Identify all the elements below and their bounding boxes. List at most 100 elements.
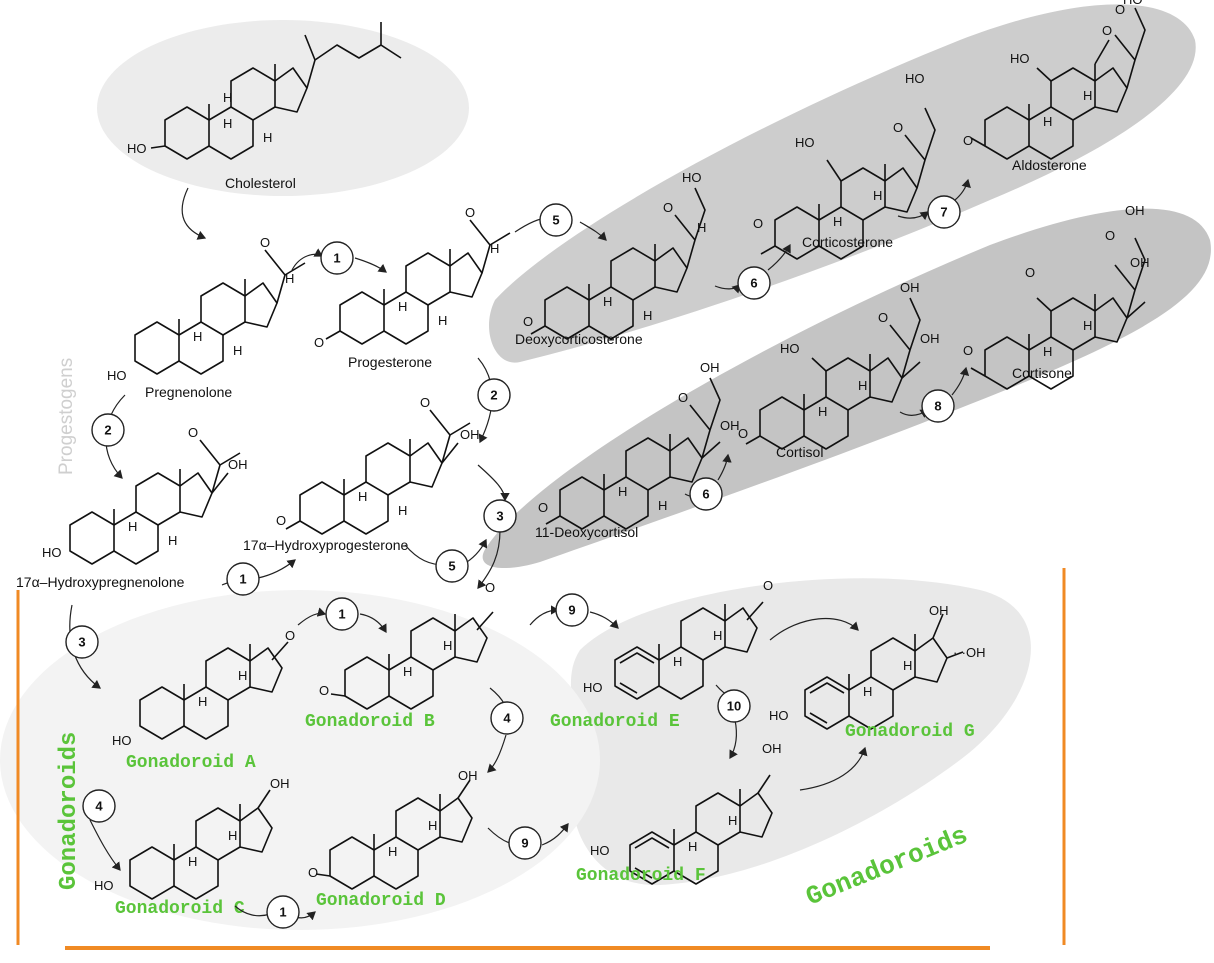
svg-text:O: O: [1025, 265, 1035, 280]
svg-text:2: 2: [490, 388, 497, 403]
svg-text:6: 6: [750, 276, 757, 291]
step-2-b: 2: [477, 378, 511, 412]
svg-text:O: O: [260, 235, 270, 250]
svg-text:H: H: [188, 854, 197, 869]
svg-text:OH: OH: [458, 768, 478, 783]
step-1-a: 1: [320, 241, 354, 275]
step-4-b: 4: [82, 789, 116, 823]
step-6-a: 6: [737, 266, 771, 300]
svg-text:O: O: [420, 395, 430, 410]
svg-text:H: H: [673, 654, 682, 669]
svg-text:···OH: ···OH: [953, 645, 986, 660]
gonadoroid-a-label: Gonadoroid A: [126, 753, 256, 773]
svg-text:H: H: [713, 628, 722, 643]
svg-text:O: O: [188, 425, 198, 440]
gonadoroids-left-region: [0, 590, 600, 930]
svg-text:OH: OH: [228, 457, 248, 472]
svg-text:H: H: [1083, 318, 1092, 333]
glucocorticoids-label: Glucocorticoids: [740, 482, 869, 546]
svg-text:O: O: [276, 513, 286, 528]
svg-text:O: O: [1102, 23, 1112, 38]
svg-text:H: H: [398, 299, 407, 314]
gonadoroid-g-label: Gonadoroid G: [845, 722, 975, 742]
pregnenolone-label: Pregnenolone: [145, 384, 232, 400]
svg-text:OH: OH: [700, 360, 720, 375]
gonadoroid-f-structure: OH HO H H: [590, 741, 782, 885]
svg-text:H: H: [223, 116, 232, 131]
gonadoroid-a-structure: O HO H H: [112, 628, 295, 748]
svg-text:1: 1: [239, 572, 246, 587]
step-5-a: 5: [539, 203, 573, 237]
svg-text:8: 8: [934, 399, 941, 414]
deoxycortisol-structure: O OH OH O H H: [538, 360, 740, 530]
svg-text:H: H: [697, 220, 706, 235]
svg-text:H: H: [688, 839, 697, 854]
svg-text:H: H: [863, 684, 872, 699]
mineralocorticoids-region: [489, 4, 1196, 363]
glucocorticoids-region: [482, 208, 1211, 569]
svg-text:9: 9: [521, 836, 528, 851]
svg-text:O: O: [523, 314, 533, 329]
svg-text:H: H: [490, 241, 499, 256]
step-9-b: 9: [508, 826, 542, 860]
svg-text:HO: HO: [590, 843, 610, 858]
svg-text:OH: OH: [900, 280, 920, 295]
svg-text:H: H: [263, 130, 272, 145]
svg-text:O: O: [738, 426, 748, 441]
svg-text:H: H: [728, 813, 737, 828]
svg-text:O: O: [465, 205, 475, 220]
gonadoroid-b-structure: O O H H: [319, 580, 495, 710]
svg-text:OH: OH: [270, 776, 290, 791]
gonadoroid-d-structure: OH O H H: [308, 768, 478, 890]
step-2-a: 2: [91, 413, 125, 447]
svg-text:H: H: [643, 308, 652, 323]
svg-text:4: 4: [503, 711, 511, 726]
svg-text:H: H: [358, 489, 367, 504]
svg-text:HO: HO: [769, 708, 789, 723]
deoxycortisol-label: 11-Deoxycortisol: [535, 524, 638, 540]
svg-text:H: H: [228, 828, 237, 843]
progesterone-structure: O H O H H: [314, 205, 511, 350]
step-9-a: 9: [555, 593, 589, 627]
step-8: 8: [921, 389, 955, 423]
svg-text:4: 4: [95, 799, 103, 814]
svg-text:H: H: [818, 404, 827, 419]
deoxycorticosterone-structure: O HO H O H H: [523, 170, 706, 340]
svg-text:3: 3: [78, 635, 85, 650]
svg-text:H: H: [285, 271, 294, 286]
svg-text:O: O: [285, 628, 295, 643]
svg-text:H: H: [443, 638, 452, 653]
step-6-b: 6: [689, 477, 723, 511]
svg-text:HO: HO: [795, 135, 815, 150]
svg-text:H: H: [833, 214, 842, 229]
svg-text:O: O: [319, 683, 329, 698]
svg-text:H: H: [193, 329, 202, 344]
step-1-b: 1: [226, 562, 260, 596]
svg-text:H: H: [658, 498, 667, 513]
svg-text:H: H: [618, 484, 627, 499]
gonadoroid-d-label: Gonadoroid D: [316, 891, 446, 911]
svg-text:H: H: [233, 343, 242, 358]
svg-text:O: O: [314, 335, 324, 350]
svg-text:2: 2: [104, 423, 111, 438]
svg-text:OH: OH: [762, 741, 782, 756]
svg-text:H: H: [168, 533, 177, 548]
svg-text:O: O: [963, 133, 973, 148]
corticosterone-structure: O HO HO O H H: [753, 71, 936, 260]
svg-text:5: 5: [552, 213, 559, 228]
svg-text:H: H: [858, 378, 867, 393]
step-1-d: 1: [266, 895, 300, 929]
gonadoroid-c-label: Gonadoroid C: [115, 899, 245, 919]
svg-text:O: O: [308, 865, 318, 880]
cholesterol-structure: HO H H H: [127, 22, 402, 160]
svg-text:HO: HO: [583, 680, 603, 695]
cortisol-label: Cortisol: [776, 444, 823, 460]
svg-text:HO: HO: [780, 341, 800, 356]
svg-text:H: H: [873, 188, 882, 203]
svg-text:HO: HO: [905, 71, 925, 86]
gonadoroids-left-label: Gonadoroids: [56, 732, 83, 890]
svg-text:HO: HO: [127, 141, 147, 156]
gonadoroid-e-label: Gonadoroid E: [550, 712, 680, 732]
